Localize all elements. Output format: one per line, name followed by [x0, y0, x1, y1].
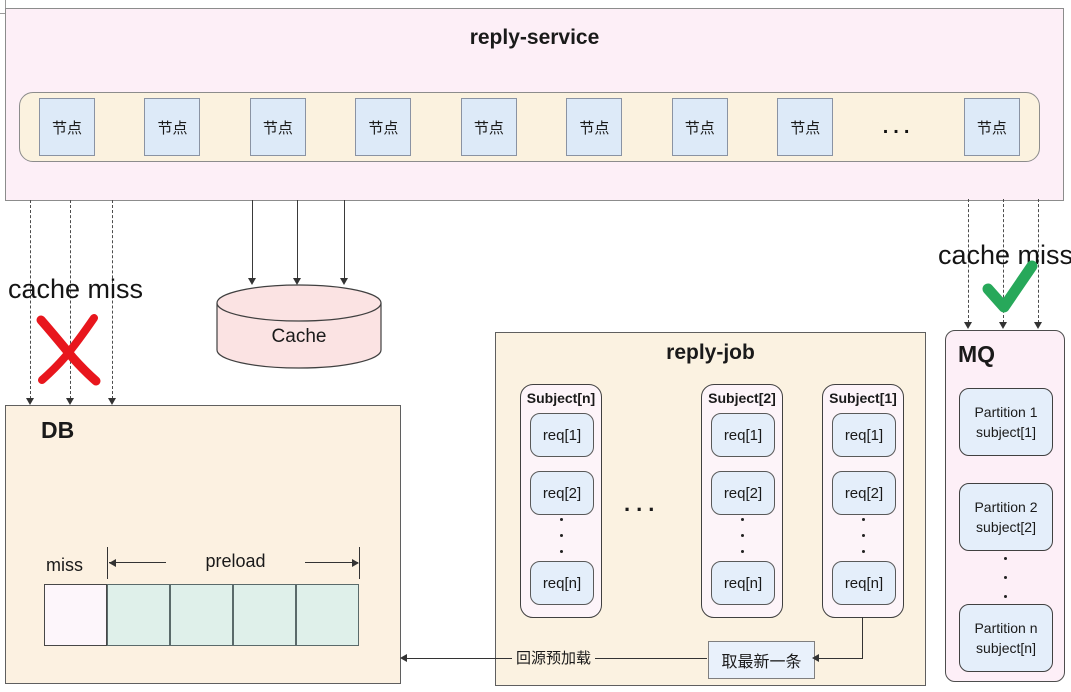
partition-line1: Partition 2	[974, 498, 1038, 515]
subject-label: Subject[1]	[829, 390, 897, 406]
subject-column-2: Subject[2] req[1] req[2] req[n]	[701, 384, 783, 618]
node-box: 节点	[963, 98, 1020, 156]
green-check-icon	[982, 260, 1038, 313]
partition-box-n: Partition n subject[n]	[959, 604, 1053, 672]
node-ellipsis: ...	[882, 115, 915, 138]
fetch-latest-box: 取最新一条	[708, 641, 815, 679]
vertical-ellipsis	[521, 518, 601, 553]
req-box: req[1]	[530, 413, 594, 457]
db-cell-preload	[296, 584, 359, 646]
partition-line1: Partition 1	[974, 403, 1038, 420]
subject-ellipsis: ...	[624, 491, 661, 516]
db-cell-miss	[44, 584, 107, 646]
vertical-ellipsis	[946, 557, 1064, 598]
partition-line2: subject[2]	[976, 519, 1036, 535]
node-box: 节点	[39, 98, 95, 156]
reply-service-title: reply-service	[469, 26, 600, 49]
node-strip: 节点 节点 节点 节点 节点 节点 节点 节点 ... 节点	[19, 92, 1040, 162]
corner-artifact	[0, 0, 6, 14]
subject-label: Subject[n]	[526, 390, 596, 406]
preload-source-label: 回源预加载	[512, 647, 596, 668]
node-box: 节点	[777, 98, 834, 156]
req-box: req[2]	[530, 471, 594, 515]
subject-column-1: Subject[1] req[1] req[2] req[n]	[822, 384, 904, 618]
partition-line2: subject[n]	[976, 640, 1036, 656]
connector-subject1-down	[862, 617, 863, 658]
node-box: 节点	[144, 98, 201, 156]
req-box: req[2]	[711, 471, 775, 515]
req-box: req[n]	[832, 561, 896, 605]
reply-service-box: reply-service 节点 节点 节点 节点 节点 节点 节点 节点 ..…	[5, 8, 1064, 201]
node-box: 节点	[566, 98, 623, 156]
reply-job-box: reply-job Subject[n] req[1] req[2] req[n…	[495, 332, 926, 686]
vertical-ellipsis	[702, 518, 782, 553]
db-box: DB miss preload	[5, 405, 401, 684]
req-box: req[1]	[832, 413, 896, 457]
cache-label: Cache	[271, 326, 327, 347]
db-cell-preload	[107, 584, 170, 646]
node-box: 节点	[355, 98, 412, 156]
req-box: req[n]	[711, 561, 775, 605]
cache-cylinder-icon	[216, 284, 382, 369]
node-box: 节点	[460, 98, 517, 156]
node-box: 节点	[671, 98, 728, 156]
db-cell-preload	[170, 584, 233, 646]
req-box: req[n]	[530, 561, 594, 605]
preload-label: preload	[166, 551, 305, 572]
reply-job-title: reply-job	[666, 341, 755, 364]
mq-title: MQ	[958, 341, 996, 367]
arrowhead-into-db	[400, 654, 407, 662]
vertical-ellipsis	[823, 518, 903, 553]
cache-miss-left-label: cache miss	[8, 274, 144, 304]
db-cell-preload	[233, 584, 296, 646]
preload-dim-arrow-right	[352, 559, 359, 567]
partition-line2: subject[1]	[976, 424, 1036, 440]
req-box: req[1]	[711, 413, 775, 457]
preload-dim-tick-left	[107, 547, 108, 579]
cache-miss-right-label: cache miss	[938, 240, 1071, 270]
connector-to-fetch-box	[819, 658, 863, 659]
partition-line1: Partition n	[974, 619, 1038, 636]
miss-label: miss	[46, 555, 83, 575]
mq-box: MQ Partition 1 subject[1] Partition 2 su…	[945, 330, 1065, 682]
db-title: DB	[41, 417, 75, 443]
subject-label: Subject[2]	[708, 390, 776, 406]
red-x-icon	[36, 314, 101, 386]
req-box: req[2]	[832, 471, 896, 515]
partition-box-1: Partition 1 subject[1]	[959, 388, 1053, 456]
arrowhead-into-fetch-box	[812, 654, 819, 662]
subject-column-n: Subject[n] req[1] req[2] req[n]	[520, 384, 602, 618]
partition-box-2: Partition 2 subject[2]	[959, 483, 1053, 551]
preload-dim-tick-right	[359, 547, 360, 579]
node-box: 节点	[249, 98, 306, 156]
preload-dim-arrow-left	[109, 559, 116, 567]
